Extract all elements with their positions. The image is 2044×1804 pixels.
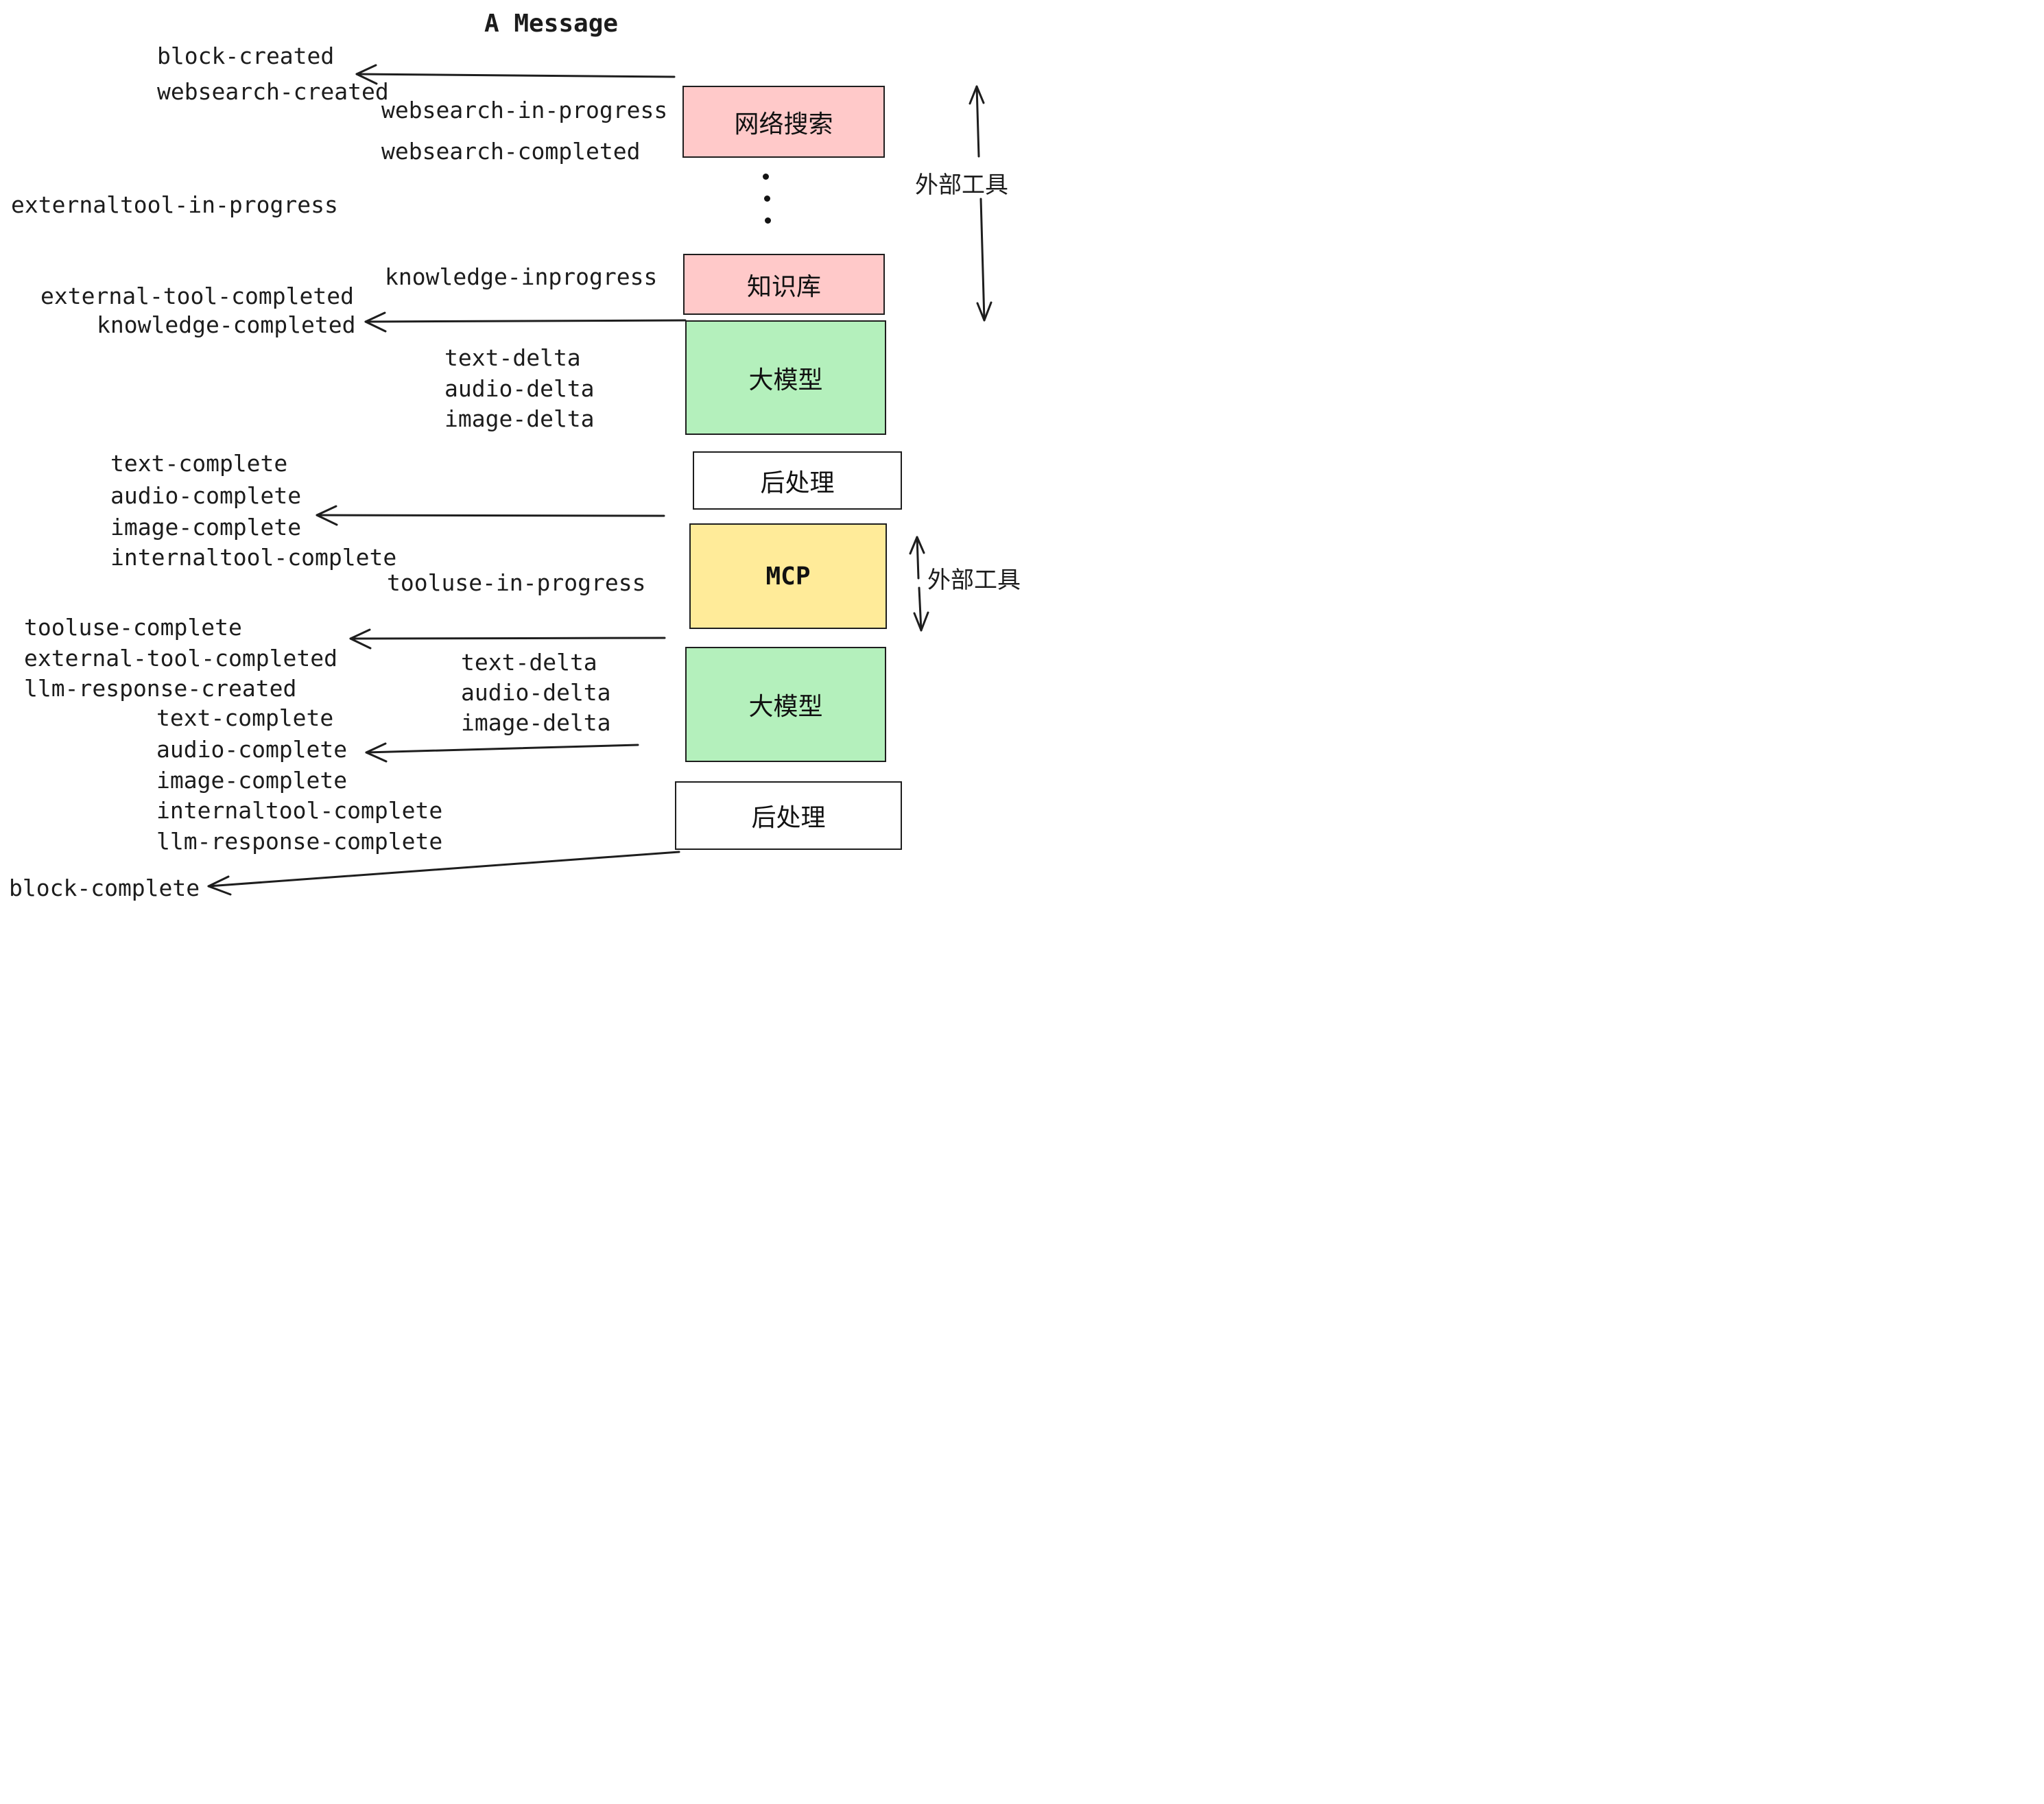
external-tools-up-arrow-2 <box>909 536 925 580</box>
event-audio-delta-1: audio-delta <box>444 375 595 402</box>
event-tooluse-complete: tooluse-complete <box>24 614 242 641</box>
box-llm-2: 大模型 <box>685 647 886 762</box>
event-block-created: block-created <box>157 43 335 69</box>
event-text-delta-2: text-delta <box>461 649 597 676</box>
box-llm-1: 大模型 <box>685 320 886 435</box>
ellipsis-dot-3 <box>765 217 771 224</box>
event-llm-response-complete: llm-response-complete <box>156 828 443 855</box>
event-external-tool-completed-2: external-tool-completed <box>24 645 337 672</box>
event-block-complete: block-complete <box>9 875 200 901</box>
event-text-complete-1: text-complete <box>110 450 288 477</box>
external-tools-down-arrow-1 <box>976 198 993 322</box>
box-postprocess-1: 后处理 <box>693 451 902 510</box>
event-image-delta-2: image-delta <box>461 709 611 736</box>
event-image-delta-1: image-delta <box>444 405 595 432</box>
box-llm-2-label: 大模型 <box>748 693 823 721</box>
box-postprocess-2: 后处理 <box>675 781 902 850</box>
arrow-to-websearch-created <box>355 64 676 85</box>
arrow-to-tooluse-complete <box>349 628 666 650</box>
arrow-to-knowledge-completed <box>364 311 687 333</box>
box-llm-1-label: 大模型 <box>748 366 823 394</box>
event-text-complete-2: text-complete <box>156 704 334 731</box>
event-tooluse-in-progress: tooluse-in-progress <box>387 569 646 596</box>
event-image-complete-1: image-complete <box>110 514 302 541</box>
box-mcp: MCP <box>689 523 887 629</box>
event-internaltool-complete-2: internaltool-complete <box>156 797 443 824</box>
event-llm-response-created: llm-response-created <box>24 675 297 702</box>
event-externaltool-in-progress: externaltool-in-progress <box>11 191 338 218</box>
message-flow-diagram: A Message <box>0 0 1022 902</box>
event-audio-delta-2: audio-delta <box>461 679 611 706</box>
box-knowledge: 知识库 <box>683 254 885 315</box>
box-knowledge-label: 知识库 <box>746 272 821 301</box>
external-tools-up-arrow-1 <box>968 85 985 158</box>
event-audio-complete-1: audio-complete <box>110 482 302 509</box>
box-postprocess-2-label: 后处理 <box>751 804 826 832</box>
box-mcp-label: MCP <box>765 562 811 591</box>
event-external-tool-completed-1: external-tool-completed <box>40 283 354 309</box>
arrow-to-image-complete <box>316 505 665 526</box>
event-websearch-in-progress: websearch-in-progress <box>381 97 668 123</box>
box-websearch: 网络搜索 <box>682 86 885 158</box>
external-tools-label-1: 外部工具 <box>915 171 1008 199</box>
event-text-delta-1: text-delta <box>444 344 581 371</box>
box-postprocess-1-label: 后处理 <box>760 468 835 497</box>
external-tools-down-arrow-2 <box>913 586 929 632</box>
event-knowledge-completed: knowledge-completed <box>97 311 356 338</box>
diagram-title: A Message <box>484 10 619 38</box>
event-knowledge-inprogress: knowledge-inprogress <box>385 263 658 290</box>
external-tools-label-2: 外部工具 <box>927 567 1021 594</box>
ellipsis-dot-1 <box>763 174 769 180</box>
event-image-complete-2: image-complete <box>156 767 348 794</box>
event-internaltool-complete-1: internaltool-complete <box>110 544 397 571</box>
event-websearch-created: websearch-created <box>157 78 389 105</box>
box-websearch-label: 网络搜索 <box>734 110 833 139</box>
ellipsis-dot-2 <box>764 195 770 202</box>
event-audio-complete-2: audio-complete <box>156 736 348 763</box>
arrow-to-audio-complete <box>365 742 639 763</box>
event-websearch-completed: websearch-completed <box>381 138 641 165</box>
arrow-to-block-complete <box>207 851 680 896</box>
